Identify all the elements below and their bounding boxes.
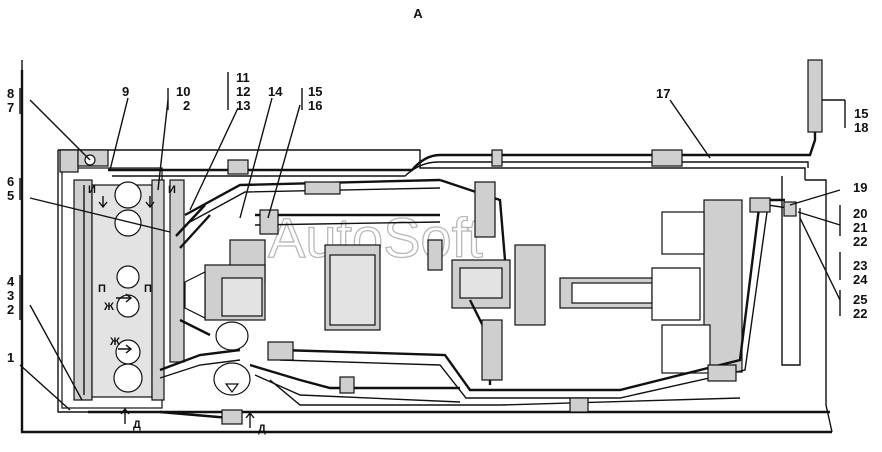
callout-15-right: 15 xyxy=(854,106,868,121)
callout-7: 7 xyxy=(7,100,14,115)
flow-mark-d-left: Д xyxy=(133,419,141,431)
callout-11: 11 xyxy=(236,70,250,85)
callout-19: 19 xyxy=(853,180,867,195)
callout-21: 21 xyxy=(853,220,867,235)
callout-20: 20 xyxy=(853,206,867,221)
flow-mark-p-left: П xyxy=(98,283,106,295)
flow-mark-d-right: Д xyxy=(258,423,266,435)
callout-2-left: 2 xyxy=(7,302,14,317)
callout-22-bottom: 22 xyxy=(853,306,867,321)
callout-9: 9 xyxy=(122,84,129,99)
flow-mark-zh-top: Ж xyxy=(103,301,114,313)
callout-5: 5 xyxy=(7,188,14,203)
flow-mark-zh-bottom: Ж xyxy=(109,336,120,348)
callout-24: 24 xyxy=(853,272,868,287)
callout-1: 1 xyxy=(7,350,14,365)
view-label: А xyxy=(413,6,423,21)
callout-23: 23 xyxy=(853,258,867,273)
callout-12: 12 xyxy=(236,84,250,99)
callout-18: 18 xyxy=(854,120,868,135)
callout-6: 6 xyxy=(7,174,14,189)
callout-3: 3 xyxy=(7,288,14,303)
callout-16: 16 xyxy=(308,98,322,113)
callout-25: 25 xyxy=(853,292,867,307)
leader-lines xyxy=(19,72,846,411)
callout-17: 17 xyxy=(656,86,670,101)
callout-14: 14 xyxy=(268,84,283,99)
callout-13: 13 xyxy=(236,98,250,113)
callout-8: 8 xyxy=(7,86,14,101)
callout-4: 4 xyxy=(7,274,15,289)
callout-15-left: 15 xyxy=(308,84,322,99)
hose-lines xyxy=(88,59,830,425)
flow-mark-i-right: И xyxy=(168,184,176,196)
flow-mark-p-right: П xyxy=(144,283,152,295)
flow-mark-i-left: И xyxy=(88,184,96,196)
callout-10: 10 xyxy=(176,84,190,99)
engine-block xyxy=(184,199,743,396)
callout-22-top: 22 xyxy=(853,234,867,249)
radiator-unit xyxy=(59,149,185,409)
callout-2-top: 2 xyxy=(183,98,190,113)
chassis-outline xyxy=(20,60,833,434)
